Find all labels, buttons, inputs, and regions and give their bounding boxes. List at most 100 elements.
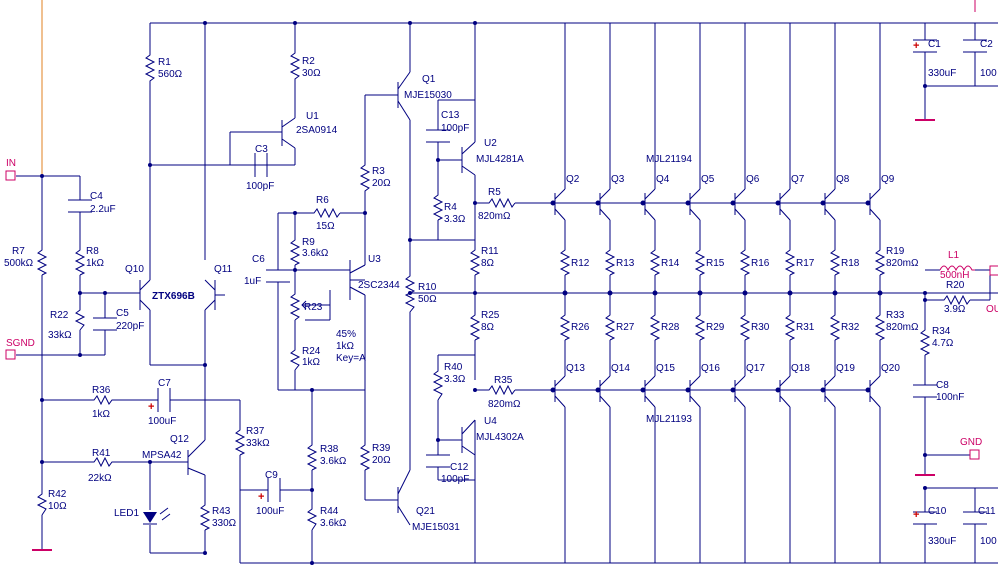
label-q20: Q20 bbox=[881, 363, 900, 374]
l1-inductor bbox=[939, 265, 975, 272]
label-r40: R40 bbox=[444, 362, 463, 373]
value-q10: ZTX696B bbox=[152, 291, 195, 302]
value-r8: 1kΩ bbox=[86, 258, 105, 269]
pct-r23: 45% bbox=[336, 329, 356, 340]
label-r43: R43 bbox=[212, 506, 231, 517]
value-r20: 3.9Ω bbox=[944, 304, 966, 315]
label-q11: Q11 bbox=[214, 264, 233, 275]
gnd-label: GND bbox=[960, 437, 982, 448]
label-r3: R3 bbox=[372, 166, 385, 177]
value-r9: 3.6kΩ bbox=[302, 248, 329, 259]
value-r36: 1kΩ bbox=[92, 409, 111, 420]
out-port[interactable] bbox=[989, 265, 998, 276]
label-c1: C1 bbox=[928, 39, 941, 50]
value-q12: MPSA42 bbox=[142, 450, 182, 461]
label-u2: U2 bbox=[484, 138, 497, 149]
label-pnp-part: MJL21193 bbox=[646, 414, 692, 425]
label-r7: R7 bbox=[12, 246, 25, 257]
value-r1: 560Ω bbox=[158, 69, 183, 80]
label-q14: Q14 bbox=[611, 363, 630, 374]
value-r11: 8Ω bbox=[481, 258, 495, 269]
resistors bbox=[36, 48, 971, 531]
in-label: IN bbox=[6, 158, 16, 169]
label-r34: R34 bbox=[932, 326, 951, 337]
label-r6: R6 bbox=[316, 195, 329, 206]
value-u4: MJL4302A bbox=[476, 432, 524, 443]
label-q3: Q3 bbox=[611, 174, 625, 185]
r23-wiper bbox=[301, 300, 315, 310]
label-q2: Q2 bbox=[566, 174, 580, 185]
label-r26: R26 bbox=[571, 322, 590, 333]
label-r25: R25 bbox=[481, 310, 500, 321]
label-u1: U1 bbox=[306, 111, 319, 122]
label-r24: R24 bbox=[302, 346, 321, 357]
label-q13: Q13 bbox=[566, 363, 585, 374]
label-q6: Q6 bbox=[746, 174, 760, 185]
sgnd-port[interactable] bbox=[5, 349, 16, 360]
label-r19: R19 bbox=[886, 246, 905, 257]
out-label: OU bbox=[986, 304, 998, 315]
value-r39: 20Ω bbox=[372, 455, 391, 466]
value-r25: 8Ω bbox=[481, 322, 495, 333]
label-r8: R8 bbox=[86, 246, 99, 257]
label-c3: C3 bbox=[255, 144, 268, 155]
label-r28: R28 bbox=[661, 322, 680, 333]
label-r41: R41 bbox=[92, 448, 111, 459]
value-c1: 330uF bbox=[928, 68, 956, 79]
label-r16: R16 bbox=[751, 258, 770, 269]
part-labels: R1 560Ω R2 30Ω U1 2SA0914 C3 100pF Q1 MJ… bbox=[4, 39, 997, 547]
value-r42: 10Ω bbox=[48, 501, 67, 512]
value-u2: MJL4281A bbox=[476, 154, 524, 165]
label-r18: R18 bbox=[841, 258, 860, 269]
value-c7: 100uF bbox=[148, 416, 176, 427]
label-r36: R36 bbox=[92, 385, 111, 396]
gnd-port[interactable] bbox=[969, 449, 980, 460]
label-c10: C10 bbox=[928, 506, 947, 517]
value-r34: 4.7Ω bbox=[932, 338, 954, 349]
label-r32: R32 bbox=[841, 322, 860, 333]
value-c2: 100 bbox=[980, 68, 997, 79]
value-u1: 2SA0914 bbox=[296, 125, 338, 136]
value-c11: 100 bbox=[980, 536, 997, 547]
value-r3: 20Ω bbox=[372, 178, 391, 189]
led1 bbox=[143, 507, 171, 525]
label-r12: R12 bbox=[571, 258, 590, 269]
label-q18: Q18 bbox=[791, 363, 810, 374]
label-q9: Q9 bbox=[881, 174, 895, 185]
value-r33: 820mΩ bbox=[886, 322, 919, 333]
label-r13: R13 bbox=[616, 258, 635, 269]
label-q15: Q15 bbox=[656, 363, 675, 374]
label-npn-part: MJL21194 bbox=[646, 154, 692, 165]
value-c3: 100pF bbox=[246, 181, 274, 192]
value-l1: 500nH bbox=[940, 270, 969, 281]
label-u3: U3 bbox=[368, 254, 381, 265]
value-c10: 330uF bbox=[928, 536, 956, 547]
value-r44: 3.6kΩ bbox=[320, 518, 347, 529]
label-q12: Q12 bbox=[170, 434, 189, 445]
label-r20: R20 bbox=[946, 280, 965, 291]
in-port[interactable] bbox=[5, 170, 16, 181]
sgnd-label: SGND bbox=[6, 338, 35, 349]
value-c5: 220pF bbox=[116, 321, 144, 332]
label-q5: Q5 bbox=[701, 174, 715, 185]
label-u4: U4 bbox=[484, 416, 497, 427]
label-c9: C9 bbox=[265, 470, 278, 481]
label-r22: R22 bbox=[50, 310, 69, 321]
value-r43: 330Ω bbox=[212, 518, 237, 529]
value-q21: MJE15031 bbox=[412, 522, 460, 533]
label-r15: R15 bbox=[706, 258, 725, 269]
label-q21: Q21 bbox=[416, 506, 435, 517]
label-r1: R1 bbox=[158, 57, 171, 68]
label-c11: C11 bbox=[978, 506, 996, 517]
value-u3: 2SC2344 bbox=[358, 280, 400, 291]
label-q1: Q1 bbox=[422, 74, 436, 85]
label-c7: C7 bbox=[158, 378, 171, 389]
value-c9: 100uF bbox=[256, 506, 284, 517]
label-r42: R42 bbox=[48, 489, 67, 500]
label-q16: Q16 bbox=[701, 363, 720, 374]
junction-dots bbox=[40, 21, 927, 565]
ground-markers bbox=[32, 0, 976, 551]
label-r9: R9 bbox=[302, 237, 315, 248]
value-c4: 2.2uF bbox=[90, 204, 116, 215]
